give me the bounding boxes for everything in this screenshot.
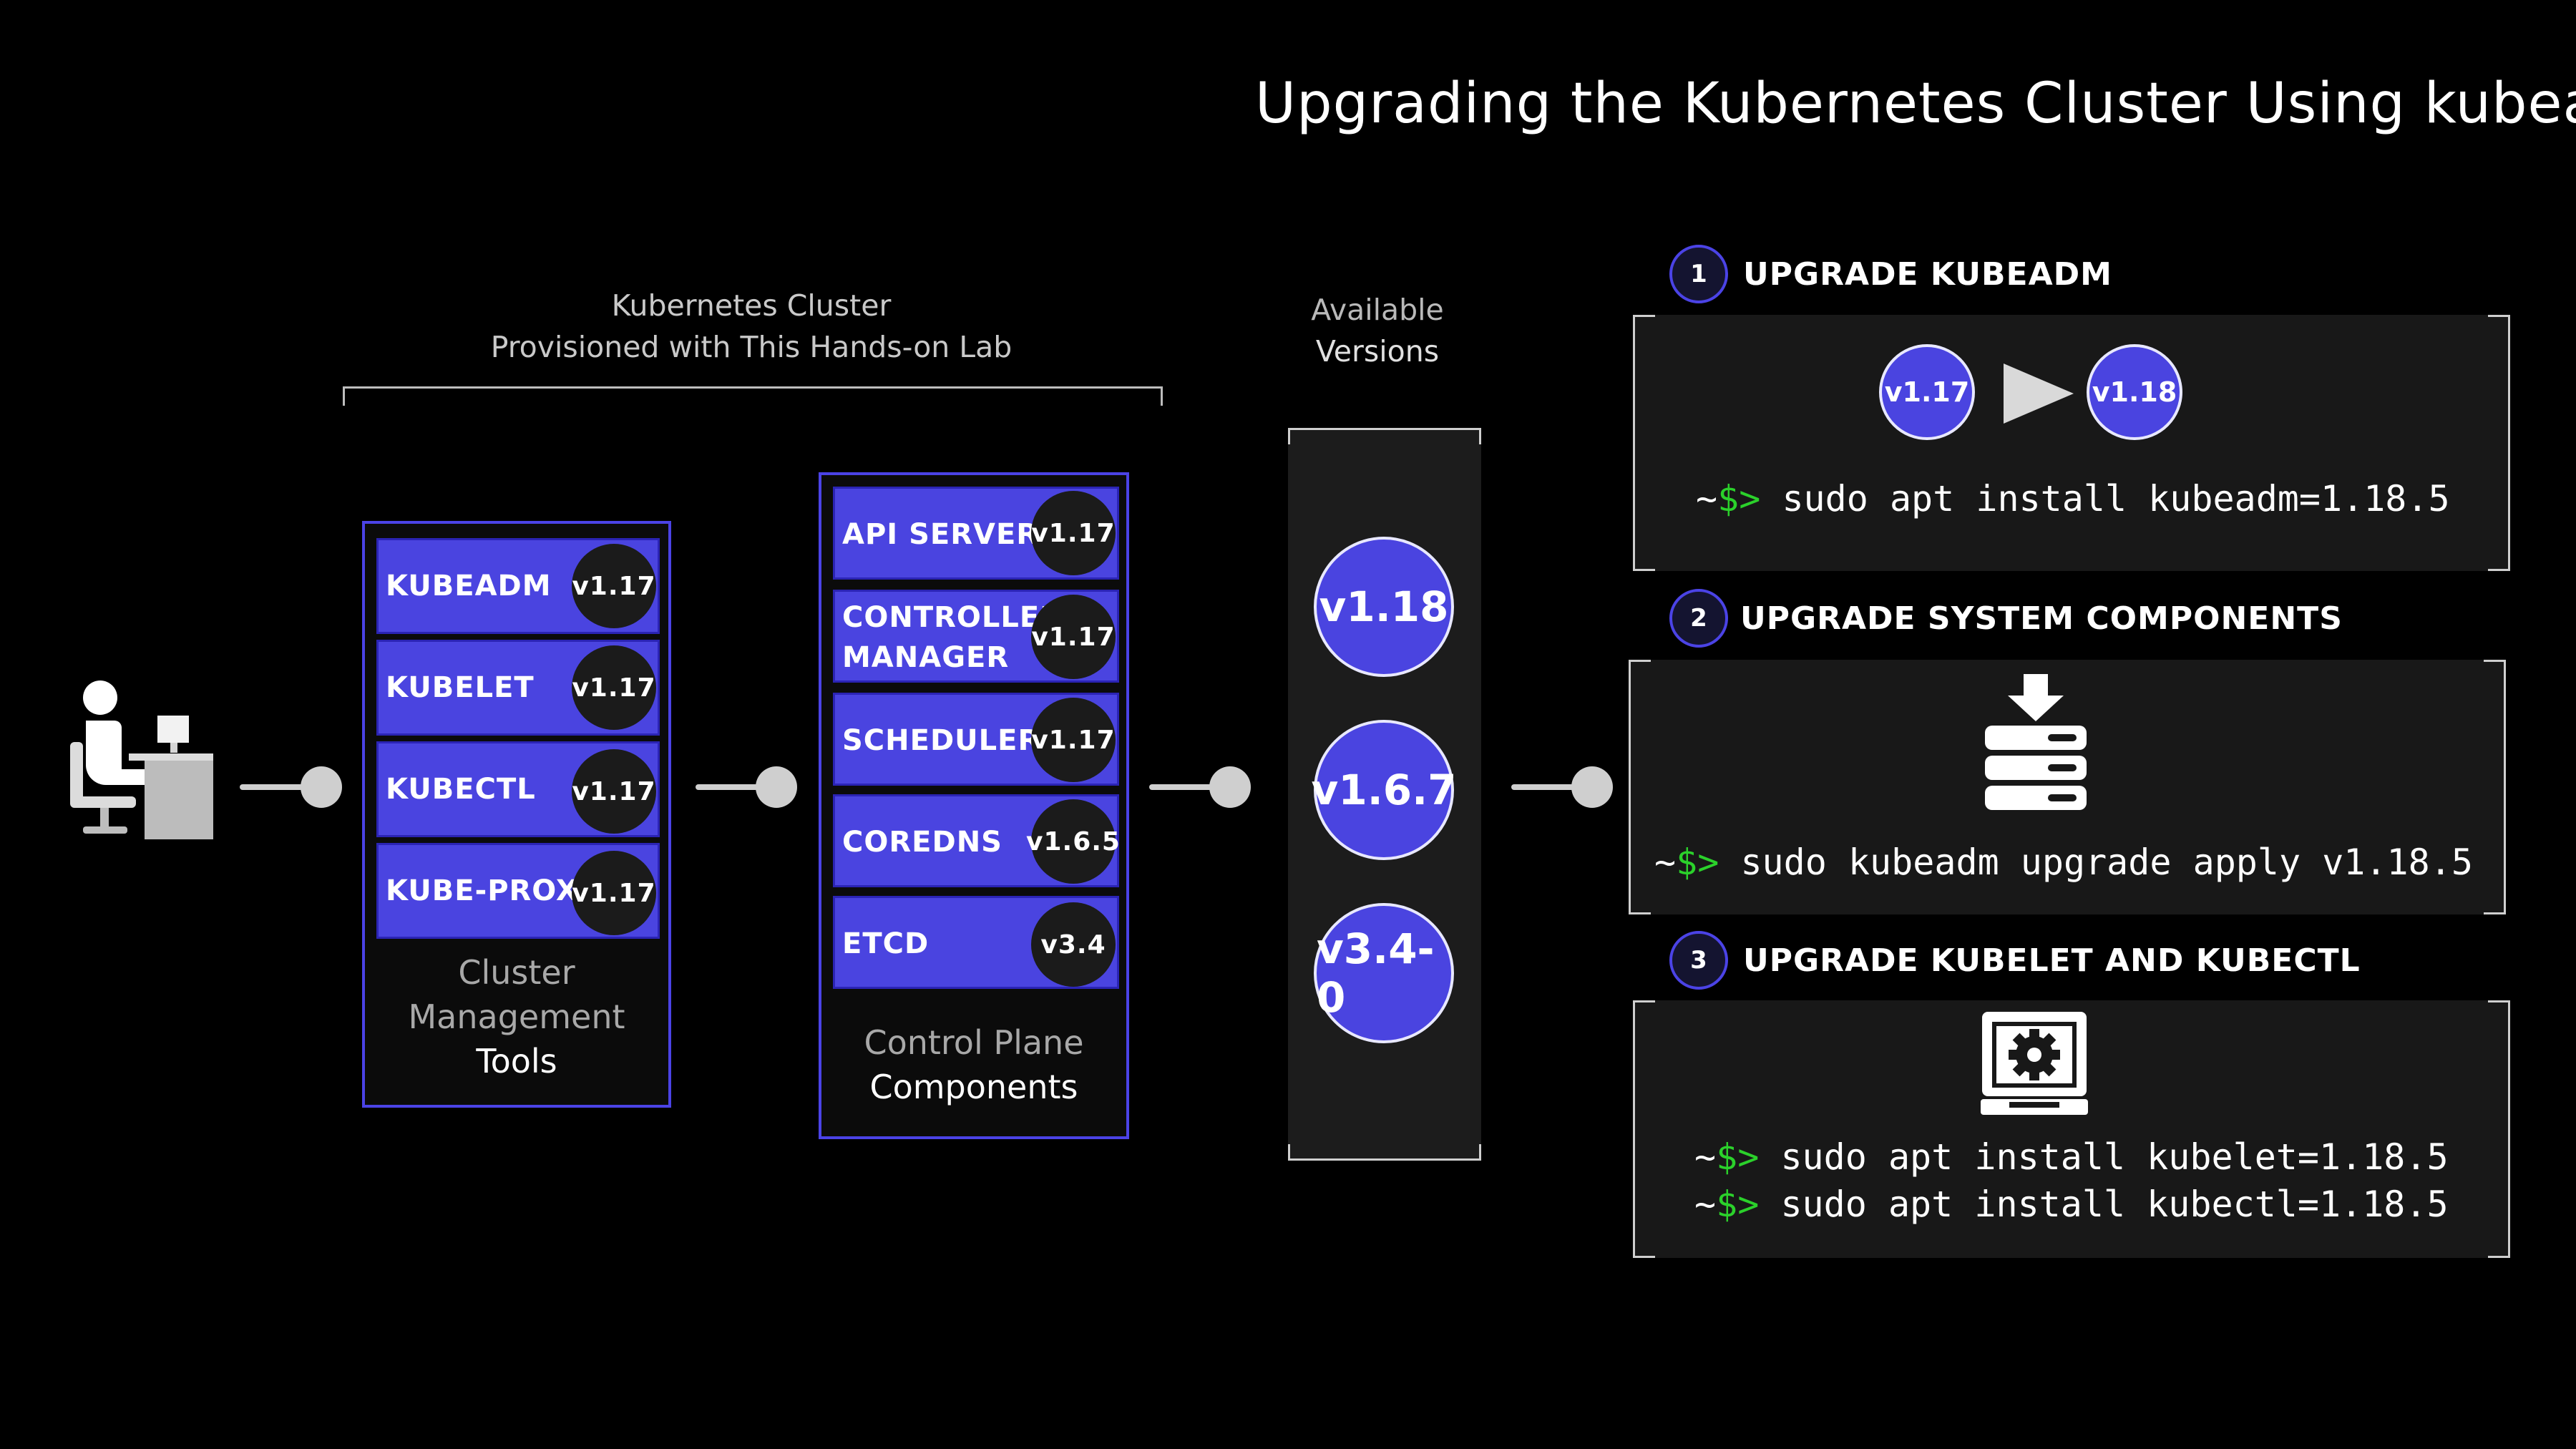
step-number: 2	[1669, 589, 1728, 648]
step-heading: UPGRADE SYSTEM COMPONENTS	[1740, 600, 2343, 637]
version-badge: v1.17	[572, 645, 656, 730]
step-2-box: ~$> sudo kubeadm upgrade apply v1.18.5	[1629, 660, 2506, 914]
component-tile-coredns: COREDNS v1.6.5	[833, 794, 1120, 887]
versions-panel-frame-bottom	[1288, 1144, 1481, 1161]
version-badge: v1.17	[572, 544, 656, 628]
version-circle: v1.18	[1314, 537, 1454, 677]
step-number: 3	[1669, 931, 1728, 990]
command-text: sudo apt install kubelet=1.18.5	[1780, 1136, 2449, 1178]
version-circle: v3.4-0	[1314, 903, 1454, 1043]
cluster-caption-line2: Provisioned with This Hands-on Lab	[490, 330, 1013, 364]
tools-caption-line1: Cluster	[458, 953, 575, 992]
version-badge: v1.17	[1031, 491, 1116, 575]
step-1-box: v1.17 v1.18 ~$> sudo apt install kubeadm…	[1633, 315, 2510, 571]
user-at-desk-icon	[70, 680, 213, 839]
tools-caption-line3: Tools	[476, 1042, 557, 1080]
command-text: sudo kubeadm upgrade apply v1.18.5	[1740, 841, 2473, 883]
component-label: API SERVER	[842, 518, 1040, 551]
tool-label: KUBELET	[386, 671, 535, 704]
tool-tile-kubeadm: KUBEADM v1.17	[376, 538, 660, 634]
command-line: ~$> sudo kubeadm upgrade apply v1.18.5	[1654, 841, 2473, 883]
component-tile-controller-manager: CONTROLLER MANAGER v1.17	[833, 590, 1119, 683]
step-3-box: ~$> sudo apt install kubelet=1.18.5 ~$> …	[1633, 1000, 2510, 1258]
command-line: ~$> sudo apt install kubeadm=1.18.5	[1696, 478, 2450, 519]
server-download-icon	[1985, 674, 2087, 810]
step-box-left-edge	[1629, 660, 1631, 914]
step-number: 1	[1669, 245, 1728, 303]
step-box-corners	[1633, 1000, 2510, 1258]
prompt-tilde: ~	[1694, 1136, 1717, 1178]
page-title: Upgrading the Kubernetes Cluster Using k…	[1255, 72, 2576, 136]
tools-caption: Cluster Management Tools	[365, 950, 668, 1083]
connector-tools-control	[696, 784, 781, 790]
control-plane-caption-line2: Components	[869, 1068, 1078, 1106]
step-heading: UPGRADE KUBELET AND KUBECTL	[1743, 942, 2361, 979]
connector-dot-2	[756, 766, 797, 808]
from-version-badge: v1.17	[1879, 344, 1975, 440]
versions-panel-frame-top	[1288, 428, 1481, 444]
step-box-left-edge	[1633, 315, 1635, 571]
command-line: ~$> sudo apt install kubelet=1.18.5	[1694, 1136, 2449, 1178]
version-badge: v1.17	[1031, 595, 1116, 679]
component-label: COREDNS	[842, 826, 1002, 859]
versions-caption-line2: Versions	[1315, 334, 1440, 369]
tool-label: KUBE-PROXY	[386, 874, 600, 907]
connector-dot-1	[301, 766, 342, 808]
connector-user-tools	[240, 784, 326, 790]
version-badge: v1.17	[572, 851, 656, 935]
to-version-badge: v1.18	[2087, 344, 2182, 440]
component-label: CONTROLLER	[842, 601, 1063, 634]
connector-versions-steps	[1511, 784, 1597, 790]
prompt-symbol: $>	[1717, 478, 1761, 519]
connector-dot-4	[1571, 766, 1613, 808]
versions-caption-line1: Available	[1311, 293, 1444, 327]
prompt-symbol: $>	[1716, 1184, 1760, 1225]
component-label-line2: MANAGER	[842, 641, 1010, 674]
tool-tile-kubectl: KUBECTL v1.17	[376, 741, 660, 837]
version-badge: v1.17	[572, 749, 656, 834]
component-tile-scheduler: SCHEDULER v1.17	[833, 693, 1119, 786]
version-circle: v1.6.7	[1312, 720, 1456, 860]
cluster-caption-line1: Kubernetes Cluster	[611, 288, 892, 323]
version-badge: v1.6.5	[1026, 799, 1120, 884]
version-badge: v3.4	[1031, 902, 1116, 987]
prompt-symbol: $>	[1676, 841, 1719, 883]
connector-dot-3	[1209, 766, 1251, 808]
tools-caption-line2: Management	[408, 997, 625, 1036]
prompt-symbol: $>	[1716, 1136, 1760, 1178]
tool-tile-kubelet: KUBELET v1.17	[376, 640, 660, 736]
command-text: sudo apt install kubectl=1.18.5	[1780, 1184, 2449, 1225]
tool-label: KUBEADM	[386, 570, 552, 602]
cluster-caption: Kubernetes Cluster Provisioned with This…	[429, 285, 1073, 368]
prompt-tilde: ~	[1696, 478, 1718, 519]
step-box-right-edge	[2508, 1000, 2510, 1258]
step-box-right-edge	[2504, 660, 2506, 914]
component-label: ETCD	[842, 927, 930, 960]
command-text: sudo apt install kubeadm=1.18.5	[1782, 478, 2450, 519]
tool-tile-kube-proxy: KUBE-PROXY v1.17	[376, 843, 660, 939]
prompt-tilde: ~	[1694, 1184, 1717, 1225]
control-plane-components-panel: API SERVER v1.17 CONTROLLER MANAGER v1.1…	[819, 472, 1129, 1139]
step-box-corners	[1633, 315, 2510, 571]
command-line: ~$> sudo apt install kubectl=1.18.5	[1694, 1184, 2449, 1225]
step-heading: UPGRADE KUBEADM	[1743, 256, 2112, 293]
gear-window-icon	[1981, 1012, 2088, 1115]
tool-label: KUBECTL	[386, 773, 536, 806]
component-tile-api-server: API SERVER v1.17	[833, 487, 1119, 580]
step-box-left-edge	[1633, 1000, 1635, 1258]
prompt-tilde: ~	[1654, 841, 1677, 883]
cluster-management-tools-panel: KUBEADM v1.17 KUBELET v1.17 KUBECTL v1.1…	[362, 521, 671, 1108]
play-arrow-icon	[2004, 364, 2074, 424]
connector-control-versions	[1149, 784, 1235, 790]
cluster-bracket	[343, 386, 1163, 406]
component-tile-etcd: ETCD v3.4	[833, 896, 1119, 989]
control-plane-caption-line1: Control Plane	[864, 1023, 1084, 1062]
versions-caption: Available Versions	[1259, 289, 1496, 372]
step-box-corners	[1629, 660, 2506, 914]
version-badge: v1.17	[1031, 698, 1116, 782]
step-box-right-edge	[2508, 315, 2510, 571]
component-label: SCHEDULER	[842, 724, 1041, 757]
available-versions-panel: v1.18 v1.6.7 v3.4-0	[1288, 428, 1481, 1161]
control-plane-caption: Control Plane Components	[821, 1020, 1126, 1109]
